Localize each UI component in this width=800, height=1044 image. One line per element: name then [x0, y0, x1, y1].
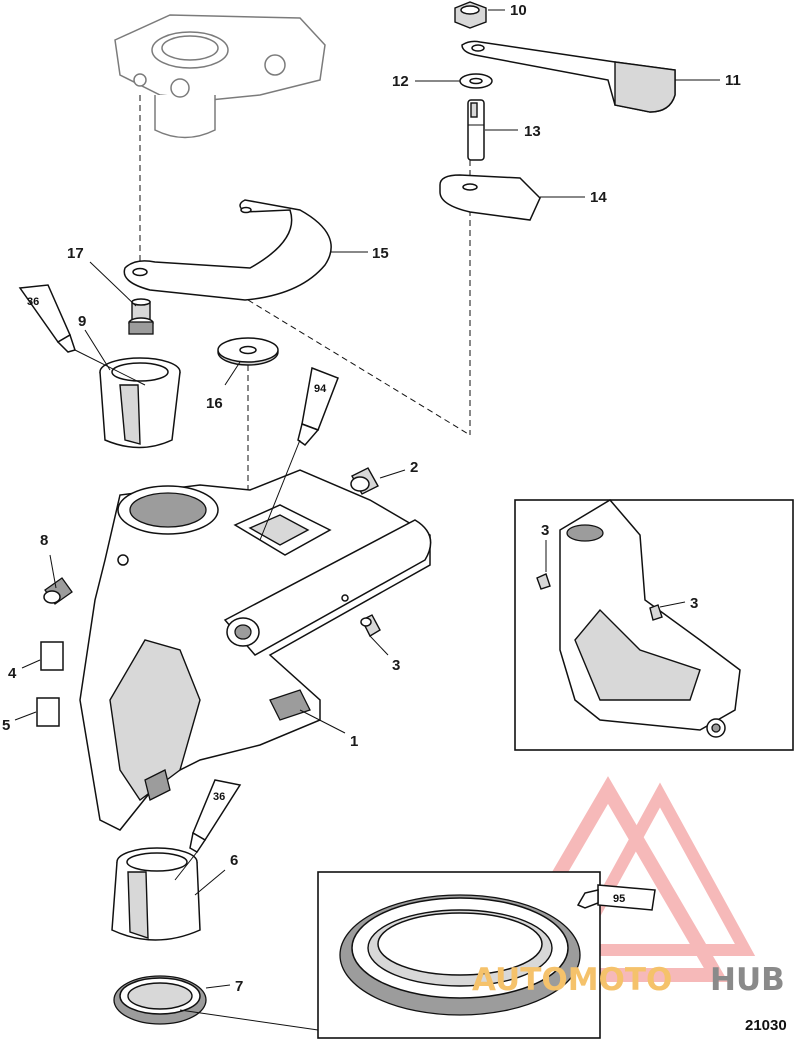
callout-3-inset-right: 3 [690, 595, 698, 612]
callout-2: 2 [410, 459, 418, 476]
callout-3: 3 [392, 657, 400, 674]
washer-part-16 [217, 337, 279, 366]
watermark-text: AUTOMOTO HUB [472, 962, 785, 998]
decal-part-5 [36, 697, 60, 727]
lever-part-11 [461, 40, 676, 113]
washer-part-12 [459, 73, 493, 89]
inset-fitting-right [649, 604, 663, 621]
callout-8: 8 [40, 532, 48, 549]
tube-label-95: 95 [613, 893, 625, 905]
bushing-part-9 [99, 357, 181, 449]
pin-part-13 [467, 99, 485, 161]
callout-4: 4 [8, 665, 17, 682]
tube-label-36-bottom: 36 [213, 791, 225, 803]
callout-13: 13 [524, 123, 541, 140]
leader-lines [14, 9, 720, 1031]
callout-11: 11 [725, 72, 741, 89]
inset-bracket-view [559, 499, 741, 738]
callout-12: 12 [392, 73, 409, 90]
plate-part-14 [439, 174, 541, 221]
callout-6: 6 [230, 852, 238, 869]
callout-1: 1 [350, 733, 358, 750]
decal-part-4 [40, 641, 64, 671]
callout-5: 5 [2, 717, 10, 734]
screw-part-8 [43, 577, 73, 605]
tube-label-36-top: 36 [27, 296, 39, 308]
svg-text:HUB: HUB [710, 962, 785, 998]
sealant-tube-36-top [18, 284, 76, 353]
sealant-tube-95 [576, 884, 656, 911]
callout-9: 9 [78, 313, 86, 330]
bushing-part-6 [111, 847, 201, 941]
nut-part-10 [454, 1, 487, 29]
callout-3-inset-left: 3 [541, 522, 549, 539]
screw-part-17 [128, 298, 154, 335]
alignment-lines [139, 95, 471, 520]
inset-seal-view [339, 894, 581, 1016]
callout-17: 17 [67, 245, 84, 262]
callout-7: 7 [235, 978, 243, 995]
swivel-housing [114, 14, 326, 139]
callout-14: 14 [590, 189, 607, 206]
callout-15: 15 [372, 245, 389, 262]
bracket-part-15 [123, 199, 332, 301]
tube-label-94: 94 [314, 383, 327, 395]
callout-labels: 10 11 12 13 14 15 17 9 16 2 8 3 4 5 1 6 … [2, 2, 741, 995]
plug-part-2 [350, 467, 379, 495]
figure-number: 21030 [745, 1017, 787, 1034]
svg-text:AUTOMOTO: AUTOMOTO [472, 962, 672, 998]
tube-labels: 36 94 36 95 [27, 296, 625, 905]
swivel-bracket-part-1 [79, 469, 432, 831]
inset-fitting-left [536, 573, 551, 590]
sealant-tube-94 [297, 366, 339, 447]
callout-16: 16 [206, 395, 223, 412]
seal-part-7 [113, 975, 207, 1025]
fitting-part-3 [360, 614, 381, 637]
callout-10: 10 [510, 2, 527, 19]
